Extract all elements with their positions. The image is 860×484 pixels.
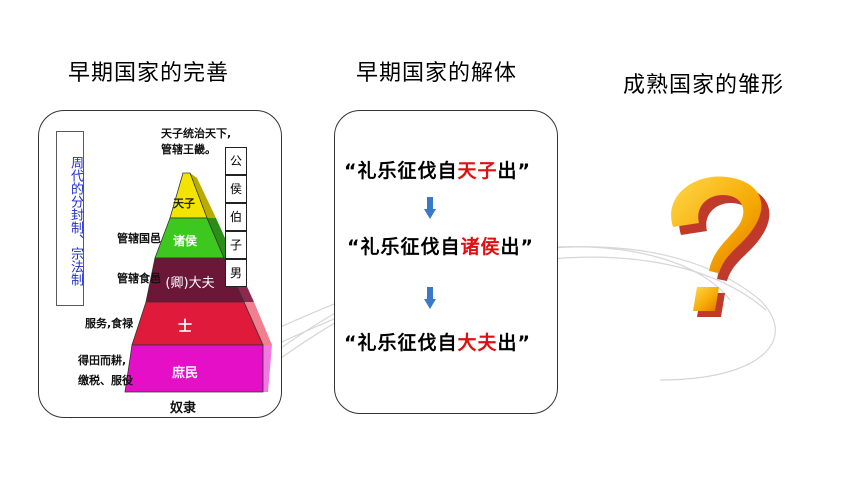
layer-label-dafu: (卿)大夫 <box>165 276 215 291</box>
quote-zhuhou: “礼乐征伐自诸侯出” <box>347 232 534 259</box>
note-guoyi: 管辖国邑 <box>117 232 161 245</box>
question-mark-icon <box>671 176 770 317</box>
top-note-1: 天子统治天下, <box>161 127 232 140</box>
arrow-down-icon <box>424 197 436 219</box>
pyramid-side-1 <box>190 173 216 218</box>
heading-middle: 早期国家的解体 <box>356 61 518 86</box>
quote-zhuhou-highlight: 诸侯 <box>460 236 501 258</box>
layer-label-zhuhou: 诸侯 <box>172 234 197 248</box>
quote-tianzi: “礼乐征伐自天子出” <box>344 156 531 183</box>
heading-right: 成熟国家的雏形 <box>623 73 785 98</box>
pyramid-side-5 <box>263 345 272 392</box>
rank-zi: 子 <box>225 231 247 259</box>
quote-tianzi-highlight: 天子 <box>457 160 498 182</box>
quote-dafu-prefix: “礼乐征伐自 <box>344 332 458 354</box>
rank-bo: 伯 <box>225 203 247 231</box>
note-detian: 得田而耕, <box>78 354 127 367</box>
rank-hou: 侯 <box>225 175 247 203</box>
heading-left: 早期国家的完善 <box>68 61 230 86</box>
quote-tianzi-suffix: 出” <box>497 160 532 182</box>
layer-label-shumin: 庶民 <box>171 366 198 381</box>
quote-dafu-highlight: 大夫 <box>457 332 498 354</box>
quote-dafu-suffix: 出” <box>497 332 532 354</box>
rank-column: 公 侯 伯 子 男 <box>225 147 247 287</box>
quote-dafu: “礼乐征伐自大夫出” <box>344 328 531 355</box>
note-shiyi: 管辖食邑 <box>117 272 161 285</box>
pyramid-side-4 <box>244 302 272 345</box>
arrow-down-icon <box>424 287 436 309</box>
quote-zhuhou-suffix: 出” <box>500 236 535 258</box>
quote-zhuhou-prefix: “礼乐征伐自 <box>347 236 461 258</box>
layer-shumin <box>124 344 264 393</box>
layer-label-shi: 士 <box>178 319 192 335</box>
quote-tianzi-prefix: “礼乐征伐自 <box>344 160 458 182</box>
quotes-panel <box>334 110 558 414</box>
bottom-label: 奴隶 <box>170 401 197 416</box>
rank-nan: 男 <box>225 259 247 287</box>
rank-gong: 公 <box>225 147 247 175</box>
side-title: 周代的分封制、宗法制 <box>56 131 84 306</box>
layer-label-tianzi: 天子 <box>173 197 195 210</box>
note-jiaoshui: 缴税、服役 <box>78 374 133 387</box>
top-note-2: 管辖王畿。 <box>161 143 216 156</box>
note-fuwu: 服务,食禄 <box>85 317 134 330</box>
